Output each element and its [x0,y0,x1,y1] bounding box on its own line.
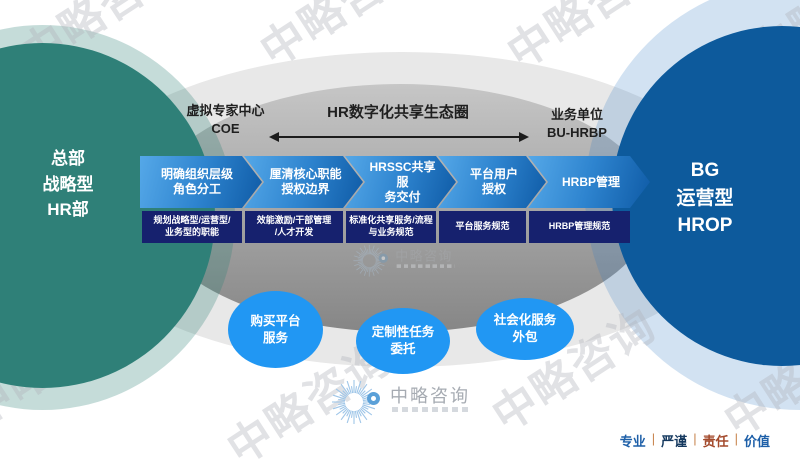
spec-box-3: 标准化共享服务/流程 与业务规范 [346,211,436,243]
spec-box-4: 平台服务规范 [439,211,526,243]
hq-circle-label: 总部 战略型 HR部 [42,149,94,219]
process-step-1: 明确组织层级 角色分工 [140,156,262,208]
coe-label: 虚拟专家中心 COE [186,103,265,136]
ecosystem-span-arrow [269,132,529,142]
logo-ring-icon [378,253,388,263]
value-separator: | [693,431,697,446]
value-separator: | [734,431,738,446]
logo-tagline-dots [396,264,455,268]
ecosystem-inner-ellipse [148,84,653,332]
bubble-social-outsourcing: 社会化服务 外包 [476,298,574,360]
logo-burst-icon [353,244,386,277]
brand-values: 专业 | 严谨 | 责任 | 价值 [620,431,770,450]
spec-box-2: 效能激励/干部管理 /人才开发 [245,211,343,243]
bg-circle-label: BG 运营型 HROP [676,160,734,237]
bu-hrbp-label: 业务单位 BU-HRBP [547,107,607,140]
spec-box-5: HRBP管理规范 [529,211,630,243]
process-step-5: HRBP管理 [528,156,650,208]
spec-box-1: 规划战略型/运营型/ 业务型的职能 [142,211,242,243]
logo-tagline-dots [392,407,472,412]
diagram-title: HR数字化共享生态圈 [327,104,469,121]
logo-burst-icon [332,380,376,424]
bubble-custom-task-delegate: 定制性任务 委托 [356,308,450,374]
center-logo-watermark: 中略咨询 [352,242,467,279]
logo-name: 中略咨询 [395,249,453,264]
logo-name: 中略咨询 [390,386,470,406]
bubble-buy-platform-service: 购买平台 服务 [228,291,323,368]
value-responsible: 责任 [702,434,729,449]
value-rigorous: 严谨 [661,434,688,449]
value-professional: 专业 [619,434,646,449]
company-logo: 中略咨询 [330,376,490,428]
value-separator: | [651,431,656,446]
logo-ring-icon [367,392,380,405]
spec-box-row: 规划战略型/运营型/ 业务型的职能 效能激励/干部管理 /人才开发 标准化共享服… [142,211,630,243]
value-worth: 价值 [743,434,770,449]
process-arrow-row: 明确组织层级 角色分工 厘清核心职能 授权边界 HRSSC共享服 务交付 平台用… [140,156,650,208]
